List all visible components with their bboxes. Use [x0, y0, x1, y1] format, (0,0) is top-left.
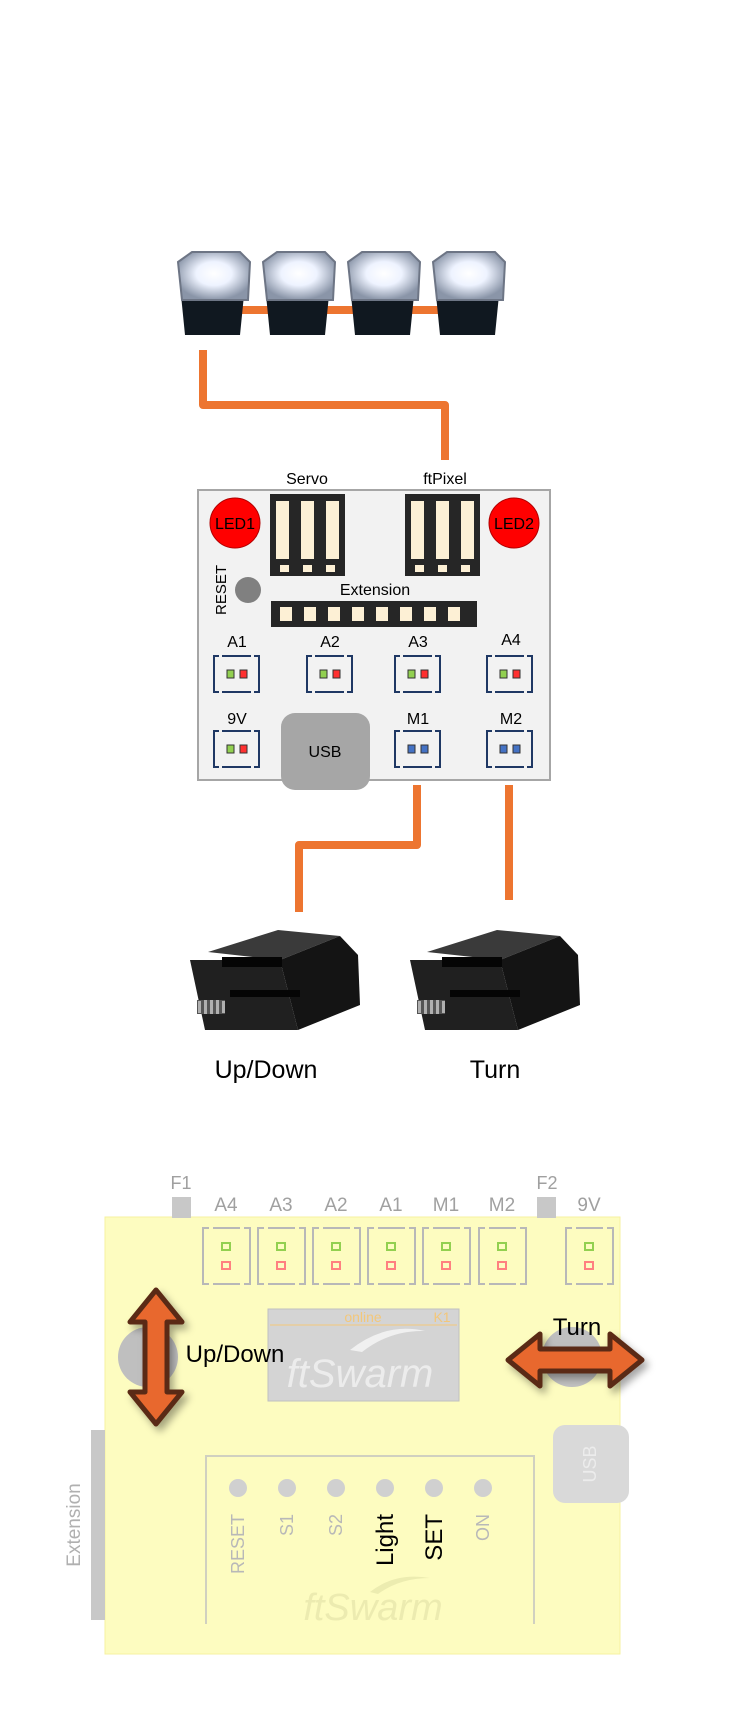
ctrl-port-m1-label: M1 [433, 1195, 459, 1216]
ctrl-port-m2 [478, 1227, 527, 1285]
motor-updown-label: Up/Down [215, 1056, 318, 1084]
port-a2 [306, 655, 353, 693]
extension-label: Extension [340, 582, 410, 599]
port-m1-label: M1 [407, 711, 429, 728]
btn-light-label: Light [372, 1514, 399, 1566]
btn-reset[interactable] [229, 1479, 247, 1497]
btn-s1[interactable] [278, 1479, 296, 1497]
turn-arrow-icon [505, 1331, 645, 1389]
ctrl-port-a2-label: A2 [324, 1195, 347, 1216]
reset-button[interactable] [235, 577, 261, 603]
ctrl-usb-port[interactable] [553, 1425, 629, 1503]
btn-on-label: ON [473, 1514, 493, 1541]
ctrl-port-a3 [257, 1227, 306, 1285]
btn-s1-label: S1 [277, 1514, 297, 1536]
reset-label: RESET [213, 565, 230, 615]
port-a3 [394, 655, 441, 693]
bottom-logo-swoosh [370, 1576, 430, 1594]
display-id: K1 [433, 1309, 450, 1325]
port-a3-label: A3 [408, 634, 428, 651]
btn-set[interactable] [425, 1479, 443, 1497]
btn-on[interactable] [474, 1479, 492, 1497]
display-swoosh [350, 1328, 425, 1352]
ctrl-usb-label: USB [580, 1445, 600, 1482]
servo-label: Servo [286, 471, 328, 488]
board-diagram: Servo ftPixel LED1 LED2 [197, 471, 551, 790]
led2-indicator: LED2 [488, 497, 540, 549]
f2-connector [537, 1197, 556, 1218]
port-a1-label: A1 [227, 634, 247, 651]
led-pixel-2 [261, 251, 337, 335]
updown-label: Up/Down [186, 1341, 285, 1368]
ctrl-port-9v-label: 9V [577, 1195, 601, 1216]
ctrl-port-a3-label: A3 [269, 1195, 292, 1216]
ctrl-port-a4-label: A4 [214, 1195, 238, 1216]
controller-display: online K1 ftSwarm [267, 1308, 460, 1402]
port-a4-label: A4 [501, 632, 521, 649]
led-strip [176, 251, 507, 335]
ctrl-extension-label: Extension [64, 1483, 85, 1566]
btn-reset-label: RESET [228, 1514, 248, 1574]
led1-label: LED1 [215, 516, 255, 533]
cable-m1-to-updown-motor [295, 785, 421, 912]
updown-arrow-icon [127, 1287, 185, 1427]
cable-led-to-ftpixel [199, 350, 449, 460]
controller-diagram: F1 F2 A4 A3 A2 A1 M1 M2 9V [64, 1173, 645, 1655]
motor-turn [410, 930, 580, 1030]
ftpixel-label: ftPixel [423, 471, 467, 488]
display-status: online [344, 1309, 382, 1325]
port-a2-label: A2 [320, 634, 340, 651]
port-m1 [394, 730, 441, 768]
led-pixel-3 [346, 251, 422, 335]
f1-connector [172, 1197, 191, 1218]
btn-light[interactable] [376, 1479, 394, 1497]
motor-turn-label: Turn [470, 1056, 520, 1084]
led-pixel-4 [431, 251, 507, 335]
servo-connector [270, 494, 345, 576]
turn-label: Turn [553, 1314, 601, 1341]
display-logo: ftSwarm [287, 1352, 434, 1396]
f2-label: F2 [536, 1173, 557, 1193]
extension-connector [271, 601, 477, 627]
ctrl-port-a1-label: A1 [379, 1195, 402, 1216]
led1-indicator: LED1 [209, 497, 261, 549]
ctrl-port-9v [565, 1227, 614, 1285]
port-9v [213, 730, 260, 768]
motor-updown [190, 930, 360, 1030]
btn-s2-label: S2 [326, 1514, 346, 1536]
port-m2-label: M2 [500, 711, 522, 728]
ctrl-extension-connector [91, 1430, 105, 1620]
ctrl-port-a4 [202, 1227, 251, 1285]
bottom-logo: ftSwarm [303, 1587, 442, 1629]
btn-set-label: SET [421, 1514, 448, 1561]
ctrl-port-m1 [422, 1227, 471, 1285]
led2-label: LED2 [494, 516, 534, 533]
usb-label: USB [309, 744, 342, 761]
ctrl-port-a2 [312, 1227, 361, 1285]
led-pixel-1 [176, 251, 252, 335]
button-panel-frame [205, 1455, 535, 1624]
btn-s2[interactable] [327, 1479, 345, 1497]
ctrl-port-a1 [367, 1227, 416, 1285]
port-9v-label: 9V [227, 711, 247, 728]
usb-port[interactable] [281, 713, 370, 790]
f1-label: F1 [170, 1173, 191, 1193]
ctrl-port-m2-label: M2 [489, 1195, 515, 1216]
ftpixel-connector [405, 494, 480, 576]
port-a4 [486, 655, 533, 693]
port-m2 [486, 730, 533, 768]
port-a1 [213, 655, 260, 693]
